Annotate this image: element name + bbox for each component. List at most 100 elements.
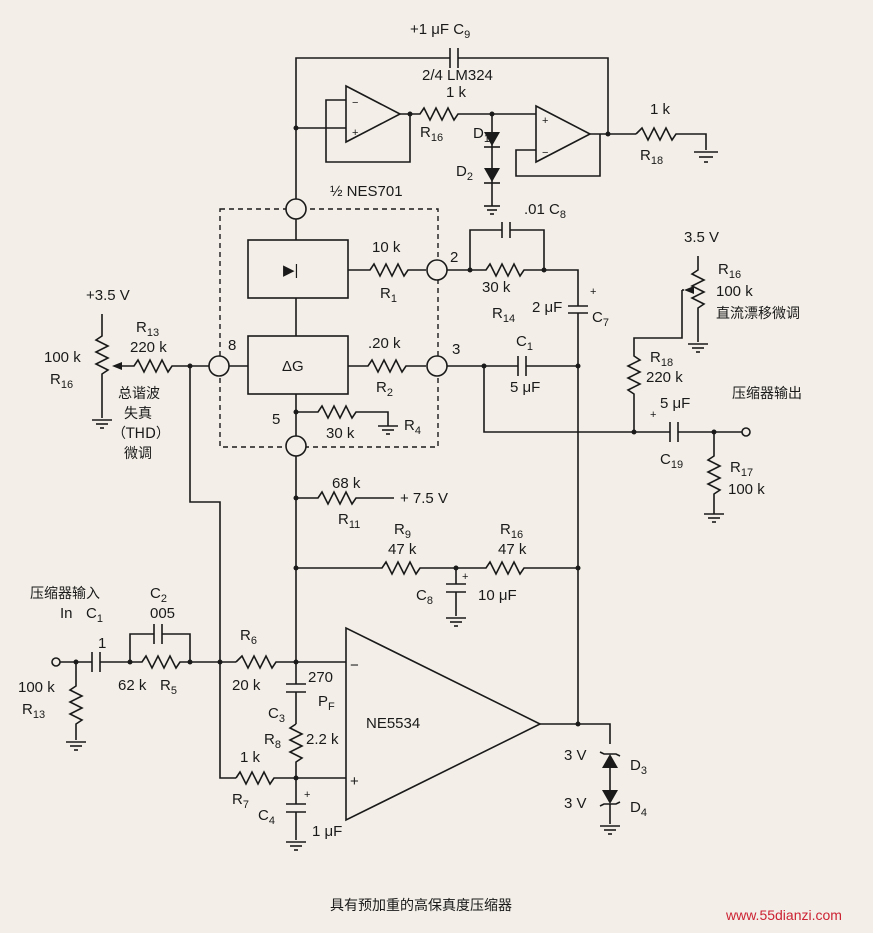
- label-r13a: R13: [136, 319, 159, 339]
- gain-cell-block: [247, 335, 349, 395]
- label-r1-val: 10 k: [372, 239, 401, 256]
- label-r16d: R16: [500, 521, 523, 541]
- label-output: 压缩器输出: [732, 386, 802, 402]
- opamp-b-plus: +: [542, 115, 548, 127]
- resistor-r6: [235, 654, 346, 670]
- label-c4-val: 1 μF: [312, 823, 342, 840]
- resistor-r16-top: [410, 106, 536, 122]
- capacitor-c8b: [446, 568, 466, 616]
- label-thd-3: （THD）: [112, 426, 170, 442]
- label-c7-val: 2 μF: [532, 299, 562, 316]
- resistor-r8: [288, 723, 304, 792]
- ne5534-minus: −: [350, 657, 359, 674]
- wire-ne5534-out: [540, 723, 611, 744]
- label-v75: + 7.5 V: [400, 490, 448, 507]
- label-r17: R17: [730, 459, 753, 479]
- label-d4-val: 3 V: [564, 795, 587, 812]
- label-r9-val: 47 k: [388, 541, 417, 558]
- ground-c4: [286, 841, 306, 851]
- label-d4: D4: [630, 799, 647, 819]
- label-r18b: R18: [650, 349, 673, 369]
- label-r16c-val: 100 k: [716, 283, 753, 300]
- wire-c9-feedback: [295, 57, 609, 207]
- figure-caption: 具有预加重的高保真度压缩器: [330, 897, 512, 914]
- resistor-r17: [706, 432, 722, 514]
- opamp-b-minus: −: [542, 147, 548, 159]
- opamp-ne5534: [345, 626, 542, 822]
- ground-r16-dc: [688, 343, 708, 353]
- label-c4: C4: [258, 807, 275, 827]
- zener-d4: [602, 790, 618, 804]
- label-pin2: 2: [450, 249, 458, 266]
- label-r18a-val: 1 k: [650, 101, 671, 118]
- c4-plus: +: [304, 789, 310, 801]
- label-c1a-val: 5 μF: [510, 379, 540, 396]
- label-r4-val: 30 k: [326, 425, 355, 442]
- label-c2-val: 005: [150, 605, 175, 622]
- resistor-r5: [130, 654, 236, 670]
- rectifier-block: [247, 239, 349, 299]
- label-r2: R2: [376, 379, 393, 399]
- nes701-boundary: [219, 208, 439, 448]
- c8b-plus: +: [462, 571, 468, 583]
- pin-8: [208, 355, 230, 377]
- label-r4: R4: [404, 417, 421, 437]
- opamp-a-plus: +: [352, 127, 358, 139]
- c7-plus: +: [590, 286, 596, 298]
- pin-5: [285, 435, 307, 457]
- pin-3: [426, 355, 448, 377]
- resistor-r1: [348, 262, 426, 278]
- label-c3-unit: PF: [318, 693, 335, 713]
- label-pin5: 5: [272, 411, 280, 428]
- wire-pin8-down: [189, 366, 236, 779]
- resistor-r13-100k: [68, 662, 84, 740]
- label-c3: C3: [268, 705, 285, 725]
- zener-d3: [602, 754, 618, 768]
- resistor-r2: [348, 358, 426, 374]
- pot-r16-dc-wiper: [684, 286, 694, 294]
- label-pin8: 8: [228, 337, 236, 354]
- label-r5-val: 62 k: [118, 677, 147, 694]
- resistor-r18-220k: [626, 296, 683, 432]
- resistor-r13-220k: [122, 358, 209, 374]
- label-c19: C19: [660, 451, 683, 471]
- label-r7: R7: [232, 791, 249, 811]
- opamp-lm324-b: [535, 104, 592, 164]
- pot-r16-dc: [690, 256, 706, 342]
- watermark: www.55dianzi.com: [725, 907, 842, 923]
- diode-d1: [484, 132, 500, 146]
- label-d3-val: 3 V: [564, 747, 587, 764]
- label-c1a: C1: [516, 333, 533, 353]
- rectifier-symbol: ▶|: [283, 262, 298, 279]
- label-vcc-left: +3.5 V: [86, 287, 130, 304]
- label-r13a-val: 220 k: [130, 339, 167, 356]
- label-dc-trim: 直流漂移微调: [716, 305, 800, 322]
- output-terminal: [741, 427, 751, 437]
- gain-cell-symbol: ΔG: [282, 358, 304, 375]
- label-c1b-val: 1: [98, 635, 106, 652]
- capacitor-c2-wire: [129, 633, 191, 662]
- label-r6: R6: [240, 627, 257, 647]
- label-c8b: C8: [416, 587, 433, 607]
- capacitor-c4: [286, 792, 306, 840]
- input-terminal: [51, 657, 61, 667]
- label-r7-val: 1 k: [240, 749, 261, 766]
- c19-plus: +: [650, 409, 656, 421]
- pot-r16-thd-wiper: [112, 362, 122, 370]
- label-c8b-val: 10 μF: [478, 587, 517, 604]
- label-r11: R11: [338, 511, 360, 531]
- pin-top: [285, 198, 307, 220]
- label-r11-val: 68 k: [332, 475, 361, 492]
- label-c19-val: 5 μF: [660, 395, 690, 412]
- label-c2: C2: [150, 585, 167, 605]
- label-vcc-right: 3.5 V: [684, 229, 719, 246]
- label-r16a: R16: [420, 124, 443, 144]
- label-c9: +1 μF C9: [410, 21, 470, 41]
- label-r16a-val: 1 k: [446, 84, 467, 101]
- label-r16b: R16: [50, 371, 73, 391]
- label-in: In: [60, 605, 73, 622]
- label-thd-1: 总谐波: [118, 386, 160, 402]
- label-r5: R5: [160, 677, 177, 697]
- resistor-r9-r16: [296, 560, 578, 576]
